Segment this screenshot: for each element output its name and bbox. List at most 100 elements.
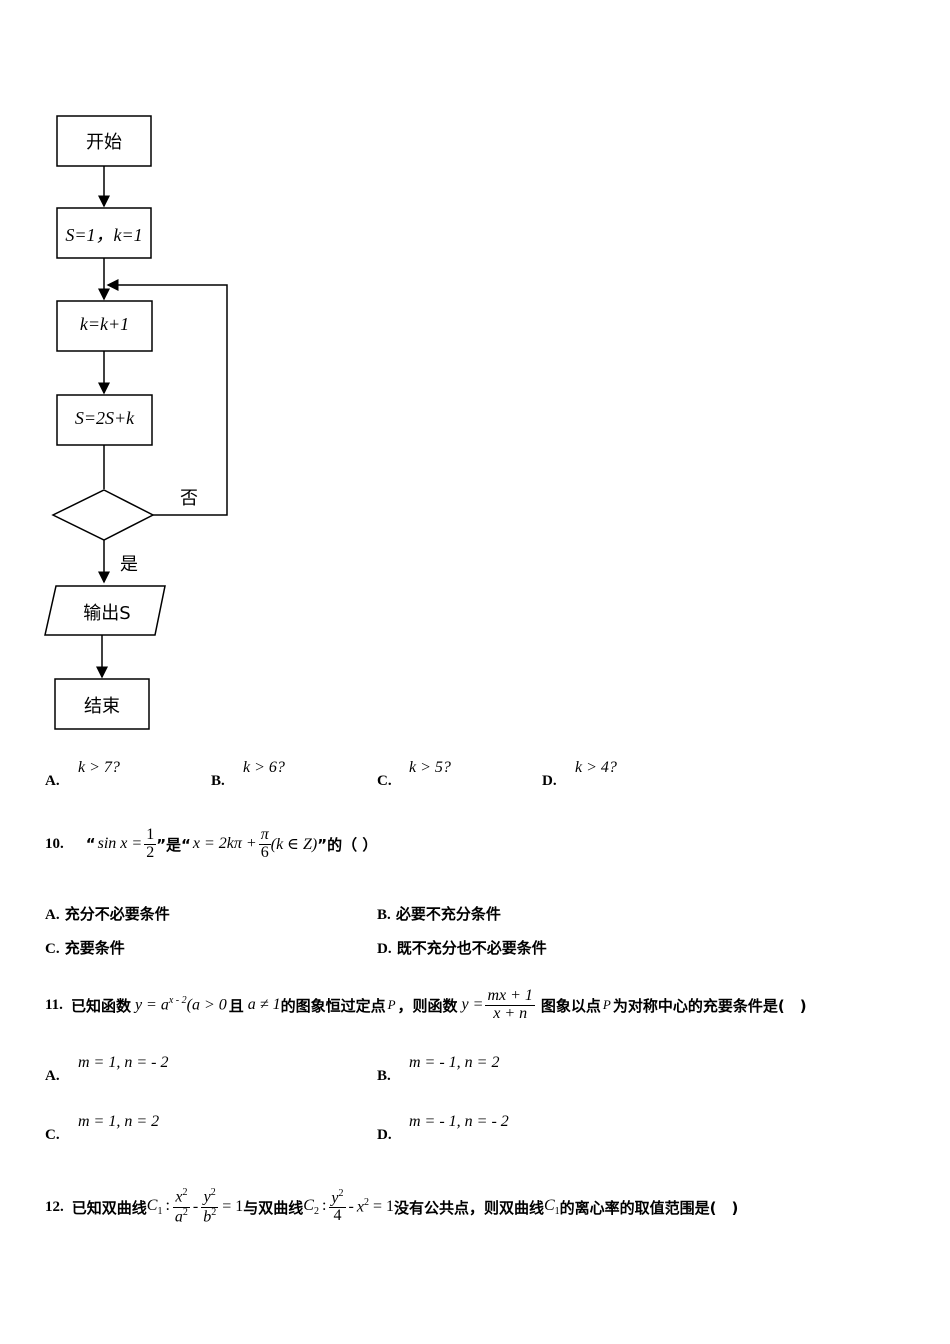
q12-c3-letter: C [543,1196,555,1214]
q10-k-set: (k ∈ Z) [270,836,318,853]
q12-minus-2: - [348,1198,354,1215]
q9-option-a-label: A. [45,773,60,789]
q10-option-b: B. 必要不充分条件 [377,903,501,924]
q11-text-1: 已知函数 [70,996,131,1015]
q12-xb-sq: 2 [363,1197,369,1209]
q9-option-a-text: k > 7? [78,759,120,776]
q12-y2b: y2 [329,1188,346,1209]
q12-a-sq: 2 [182,1206,188,1218]
q12-a2: a2 [173,1206,190,1226]
step1-label: k=k+1 [79,314,130,334]
q11-point-p2: P [602,997,611,1012]
q11-f1-cond: (a > 0 [186,996,227,1014]
q12-a: a [174,1207,183,1225]
q12-b-sq: 2 [211,1206,217,1218]
q11-f2-num: mx + 1 [485,986,535,1006]
q11-text-3: 的图象恒过定点 [280,996,386,1015]
q12-minus-1: - [192,1198,199,1215]
q12-x: x [175,1188,183,1206]
q9-option-c-label: C. [377,773,392,789]
q11-text-6: 为对称中心的充要条件是( ) [612,996,807,1015]
q12-y2-over-4: y2 4 [329,1188,346,1225]
step2-label: S=2S+k [74,408,135,428]
q12-x-sq: 2 [182,1187,188,1199]
q12-b: b [203,1207,212,1225]
q12-eq-2: = 1 [372,1198,394,1215]
q10-option-b-label: B. [377,907,391,923]
q12-x2b: x2 [357,1197,369,1216]
q10-sin-lhs: sin x = [97,835,143,852]
q11-f1-base: y = a [134,996,169,1014]
q12-c1-letter: C [146,1196,158,1214]
q10-option-d-label: D. [377,941,392,957]
q12-y2: y2 [201,1187,219,1208]
init-label: S=1，k=1 [65,225,143,245]
q11-text-5: 图象以点 [540,996,601,1015]
end-label: 结束 [84,696,120,717]
q10-half-den: 2 [146,843,155,861]
q10-option-d: D. 既不充分也不必要条件 [377,937,547,958]
q12-c3: C1 [544,1197,560,1217]
step1-box [56,300,153,352]
q12-text-3: 没有公共点，则双曲线 [393,1198,544,1217]
q12-xb: x [356,1198,364,1216]
q11-option-a-label: A. [45,1068,60,1084]
q12-c1-colon: : [165,1196,170,1214]
q10-pi-den: 6 [260,843,269,861]
q11-option-b-text: m = - 1, n = 2 [409,1054,500,1071]
q9-option-d-text: k > 4? [575,759,617,776]
q11-option-a-text: m = 1, n = - 2 [78,1054,169,1071]
q11-number: 11. [45,996,63,1013]
q11-cond-2: a ≠ 1 [247,996,281,1013]
q10-option-d-text: 既不充分也不必要条件 [396,939,547,957]
end-box [54,678,150,730]
start-box [56,115,152,167]
q11-option-d-label: D. [377,1127,392,1143]
q12-yb: y [331,1189,339,1207]
q10-pi-num: π [258,825,271,845]
q10-option-c: C. 充要条件 [45,937,125,958]
flowchart [44,115,228,730]
q10-option-c-text: 充要条件 [64,939,125,957]
decision-diamond [51,489,155,541]
q11-option-c-label: C. [45,1127,60,1143]
q12-x2-over-a2: x2 a2 [172,1187,190,1226]
q12-y2-over-b2: y2 b2 [201,1187,219,1226]
q10-pi-fraction: π 6 [258,825,271,862]
q12-four: 4 [333,1207,342,1225]
q12-y: y [203,1188,211,1206]
q11-text-4: ，则函数 [397,996,458,1015]
q11-option-d-text: m = - 1, n = - 2 [409,1113,509,1130]
q11-option-b-label: B. [377,1068,391,1084]
output-parallelogram [44,585,166,636]
q10-option-c-label: C. [45,941,60,957]
q11-f1: y = ax - 2(a > 0 [135,995,227,1014]
q12-b2: b2 [201,1206,218,1226]
q12-stem: 12. 已知双曲线 C1: x2 a2 - y2 b2 = 1 与双曲线 C2:… [45,1180,738,1234]
q12-text-1: 已知双曲线 [71,1198,147,1217]
q9-option-b-text: k > 6? [243,759,285,776]
q12-yb-sq: 2 [338,1188,344,1200]
q10-stem: 10. “ sin x = 1 2 ”是“ x = 2kπ + π 6 (k ∈… [45,822,377,866]
q9-option-c-text: k > 5? [409,759,451,776]
q10-tail: ”的（ ） [317,835,378,854]
q10-option-a: A. 充分不必要条件 [45,903,170,924]
q12-c1: C1: [147,1197,173,1217]
q9-option-b-label: B. [211,773,225,789]
q11-f2-lhs: y = [461,996,484,1013]
q11-text-2: 且 [228,996,244,1015]
q10-number: 10. [45,835,64,852]
q10-option-a-label: A. [45,907,60,923]
q10-half-fraction: 1 2 [144,826,157,862]
init-box [56,207,152,259]
q11-stem: 11. 已知函数 y = ax - 2(a > 0 且 a ≠ 1 的图象恒过定… [45,980,807,1030]
q12-y-sq: 2 [210,1187,216,1199]
q12-c2-colon: : [321,1196,327,1214]
q12-c2: C2: [303,1197,329,1217]
no-label: 否 [180,488,198,509]
q12-c2-sub: 2 [313,1206,319,1218]
q11-point-p1: P [387,997,396,1012]
q12-c1-sub: 1 [157,1206,163,1218]
q11-f2-fraction: mx + 1 x + n [485,986,535,1023]
q10-option-b-text: 必要不充分条件 [395,905,501,923]
